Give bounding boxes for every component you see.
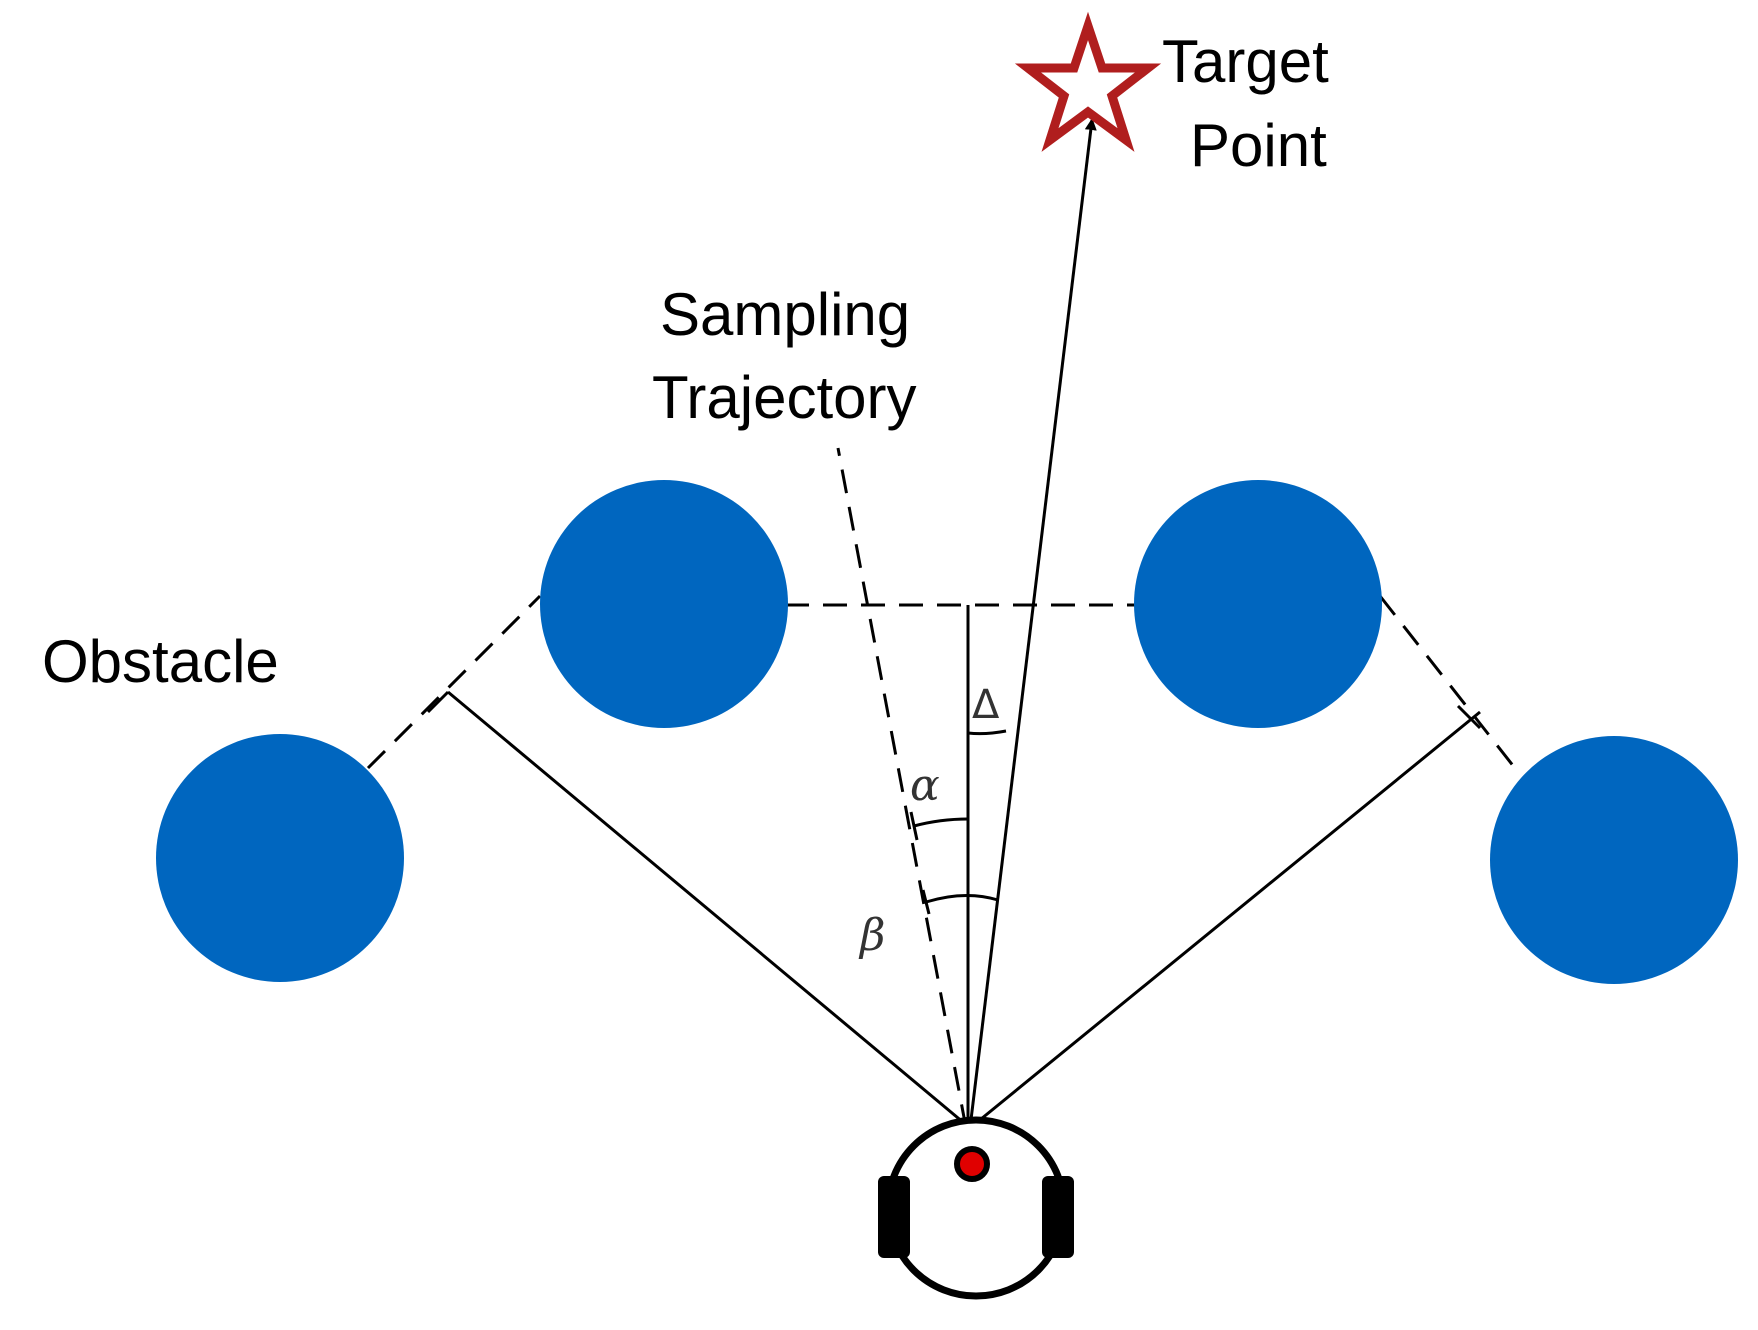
target-point-label-line1: Target [1162, 28, 1329, 95]
obstacle-2 [540, 480, 788, 728]
perp-tick-left [426, 690, 450, 714]
delta-label: Δ [972, 682, 1000, 728]
beta-arc [925, 893, 999, 904]
gap-line-left [366, 594, 542, 770]
target-point-label-line2: Point [1190, 112, 1327, 179]
beta-arc-tick [921, 889, 931, 915]
sampling-trajectory-label-line1: Sampling [660, 281, 910, 348]
obstacle-3 [1134, 480, 1382, 728]
ray-right [969, 710, 1481, 1130]
obstacle-label: Obstacle [42, 628, 279, 695]
star-outline-icon [1014, 11, 1162, 152]
target-direction-arrow [968, 118, 1097, 1129]
beta-label: β [858, 910, 885, 961]
obstacle-1 [156, 734, 404, 982]
sampling-trajectory-line [836, 447, 968, 1129]
alpha-arc [913, 817, 969, 828]
sampling-trajectory-label-line2: Trajectory [652, 364, 917, 431]
delta-arc [967, 729, 1007, 736]
robot-topview-icon [878, 1116, 1074, 1300]
perp-tick-right [1456, 704, 1482, 730]
obstacle-4 [1490, 736, 1738, 984]
ray-left [447, 690, 971, 1130]
robot-sensor [954, 1146, 990, 1182]
alpha-label: α [910, 760, 940, 811]
gap-line-right [1378, 595, 1520, 773]
alpha-arc-tick [909, 811, 919, 841]
